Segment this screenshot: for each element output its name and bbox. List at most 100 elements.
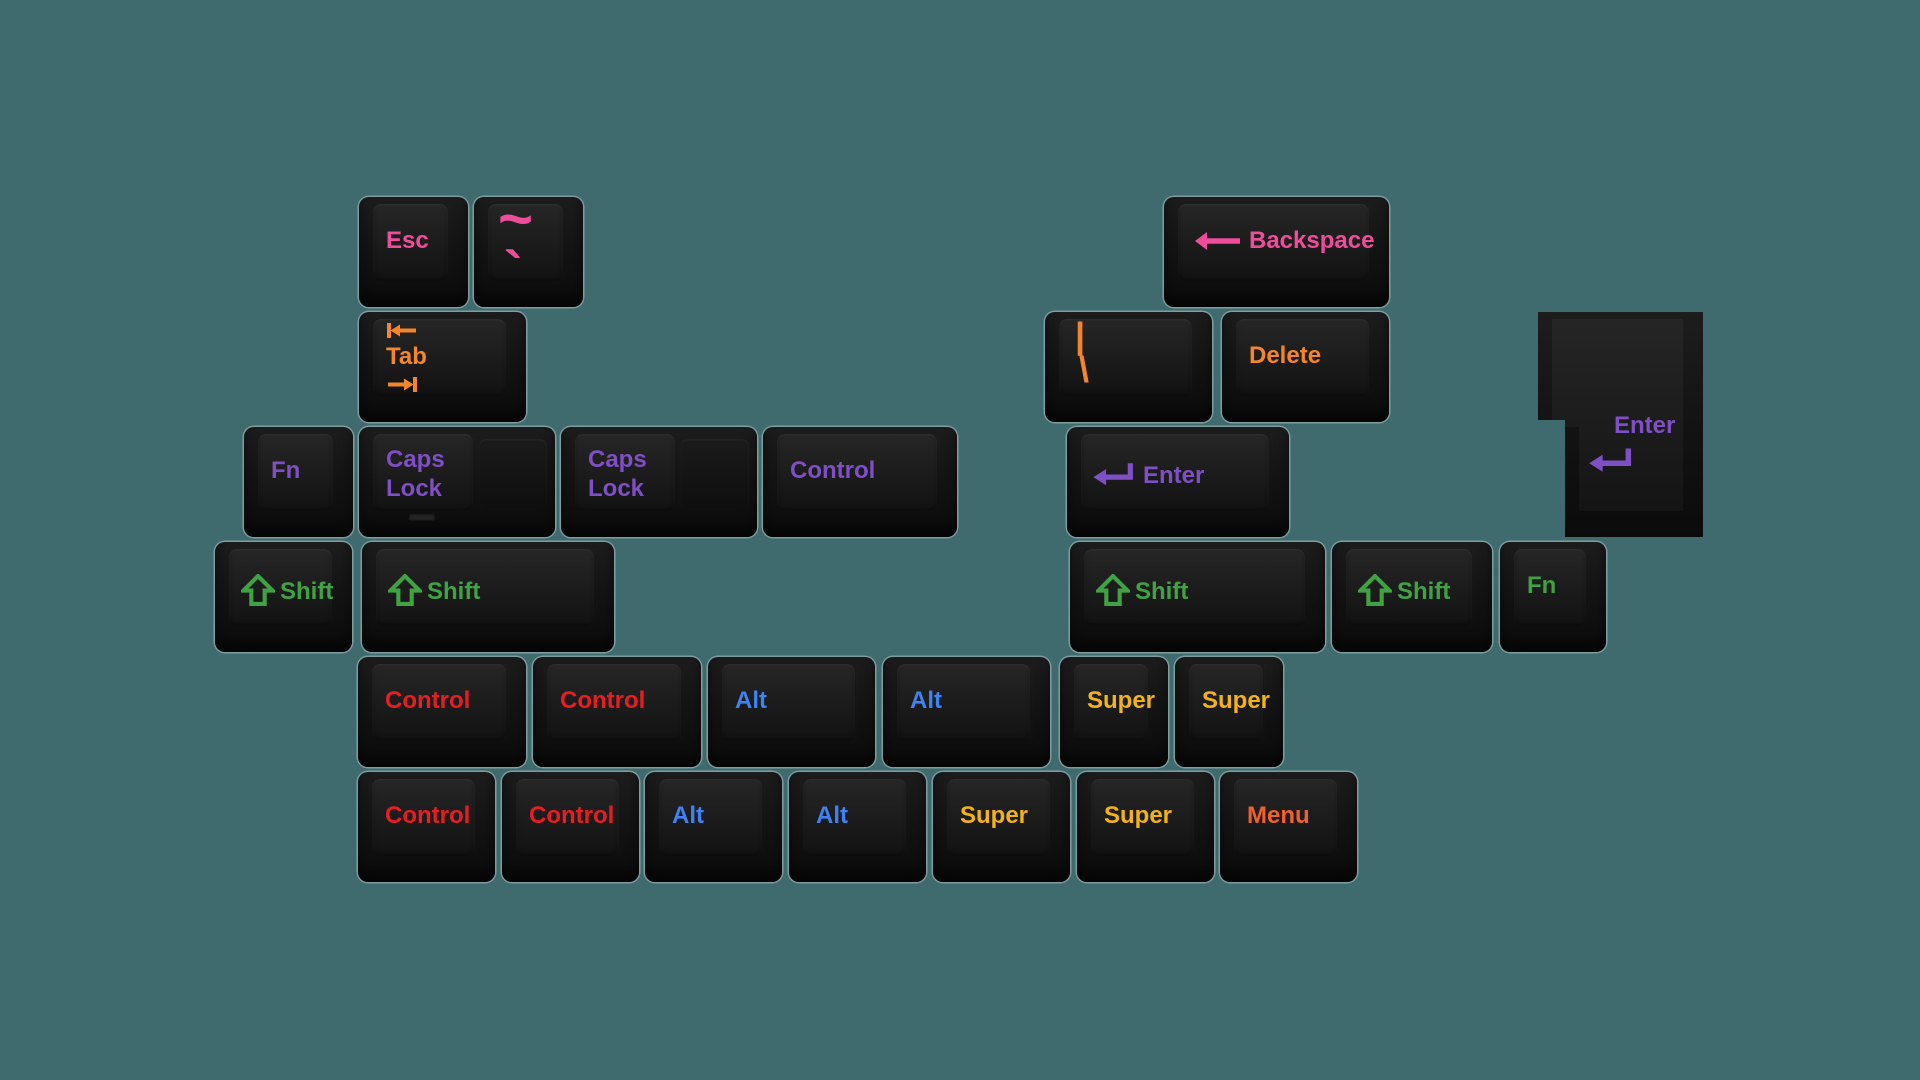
shift-arrow-icon [1096, 574, 1130, 606]
key-legend: Alt [672, 802, 704, 829]
key-legend-text: Enter [1143, 462, 1205, 489]
key-legend: Control [385, 802, 471, 829]
keycap-step [479, 439, 547, 509]
keycap-face [897, 664, 1030, 741]
key-legend-text: Shift [427, 578, 481, 605]
key-menu: Menu [1220, 772, 1357, 882]
key-legend: Super [1104, 802, 1173, 829]
keycap-face [1059, 319, 1192, 396]
key-legend: Control [385, 687, 471, 714]
backspace-arrow-icon [1195, 232, 1240, 250]
key-control-r6-1: Control [358, 772, 495, 882]
backslash-glyph: \ [1079, 349, 1090, 390]
key-legend-text: Backspace [1249, 227, 1375, 254]
key-fn-left: Fn [244, 427, 353, 537]
key-legend: Delete [1249, 342, 1322, 369]
key-legend: Menu [1247, 802, 1310, 829]
keycap-face [1081, 434, 1269, 511]
key-super-r6-2: Super [1077, 772, 1214, 882]
key-shift-left-125: Shift [215, 542, 352, 652]
keycap-face [659, 779, 762, 856]
key-legend: Super [1202, 687, 1271, 714]
key-legend-text: Shift [280, 578, 334, 605]
keycap-face [373, 434, 473, 511]
key-legend-text: Shift [1397, 578, 1451, 605]
keycap-face [1084, 549, 1305, 626]
keycap-face [722, 664, 855, 741]
key-legend: Alt [735, 687, 767, 714]
key-shift-left-225: Shift [362, 542, 614, 652]
pipe-glyph: | [1075, 315, 1086, 356]
key-legend-line1: Caps [588, 446, 647, 473]
key-legend: Control [529, 802, 615, 829]
keycap-face [1091, 779, 1194, 856]
keycap-face [1236, 319, 1369, 396]
key-alt-r6-1: Alt [645, 772, 782, 882]
keycap-face [1346, 549, 1472, 626]
keycap-face [547, 664, 681, 741]
key-iso-enter: Enter [1538, 312, 1703, 537]
keycap-face [376, 549, 594, 626]
key-legend: Super [1087, 687, 1156, 714]
key-control-r5-1: Control [358, 657, 526, 767]
key-legend-text: Enter [1614, 412, 1676, 439]
keycap-face [1234, 779, 1337, 856]
key-delete: Delete [1222, 312, 1389, 422]
key-legend-line2: Lock [386, 475, 443, 502]
key-tilde-grave: ~` [474, 189, 583, 307]
key-control-r5-2: Control [533, 657, 701, 767]
key-legend: Shift [1358, 574, 1450, 606]
key-super-r6-1: Super [933, 772, 1070, 882]
key-legend: Control [790, 457, 876, 484]
key-legend: Alt [910, 687, 942, 714]
key-alt-r5-1: Alt [708, 657, 875, 767]
keycap-face [575, 434, 675, 511]
key-pipe-backslash: |\ [1045, 312, 1212, 422]
grave-glyph: ` [504, 239, 523, 302]
key-legend: Super [960, 802, 1029, 829]
keycap-step [681, 439, 749, 509]
keycap-face [1074, 664, 1148, 741]
return-arrow-icon [1589, 448, 1632, 472]
caps-lock-led-window [409, 513, 435, 520]
key-legend: Esc [386, 227, 429, 254]
keycap-face [1189, 664, 1263, 741]
key-control-r6-2: Control [502, 772, 639, 882]
key-alt-r6-2: Alt [789, 772, 926, 882]
shift-arrow-icon [1358, 574, 1392, 606]
return-arrow-icon [1093, 463, 1133, 486]
key-legend-line2: Lock [588, 475, 645, 502]
key-alt-r5-2: Alt [883, 657, 1050, 767]
key-backspace: Backspace [1164, 197, 1389, 307]
key-legend: Tab [386, 343, 427, 370]
keycap-face [803, 779, 906, 856]
key-legend-text: Shift [1135, 578, 1189, 605]
key-legend: Fn [1527, 572, 1557, 599]
tab-arrow-to-left-bar-icon [387, 323, 416, 338]
key-legend: Shift [388, 574, 480, 606]
keycap-face [516, 779, 619, 856]
key-tab: Tab [359, 312, 526, 422]
shift-arrow-icon [241, 574, 275, 606]
keycap-face [258, 434, 333, 511]
key-legend-line1: Caps [386, 446, 445, 473]
key-legend: Enter [1092, 461, 1204, 491]
key-legend: Fn [271, 457, 301, 484]
key-enter: Enter [1067, 427, 1289, 537]
key-legend: Alt [816, 802, 848, 829]
keycap-face [947, 779, 1050, 856]
key-shift-right-175: Shift [1332, 542, 1492, 652]
keycap-face [372, 779, 475, 856]
key-control-purple: Control [763, 427, 957, 537]
tilde-glyph: ~ [498, 185, 534, 252]
keycap-face [373, 204, 448, 281]
key-shift-right-275: Shift [1070, 542, 1325, 652]
tab-arrow-to-right-bar-icon [388, 377, 417, 392]
key-legend: Control [560, 687, 646, 714]
key-legend: Shift [241, 574, 333, 606]
